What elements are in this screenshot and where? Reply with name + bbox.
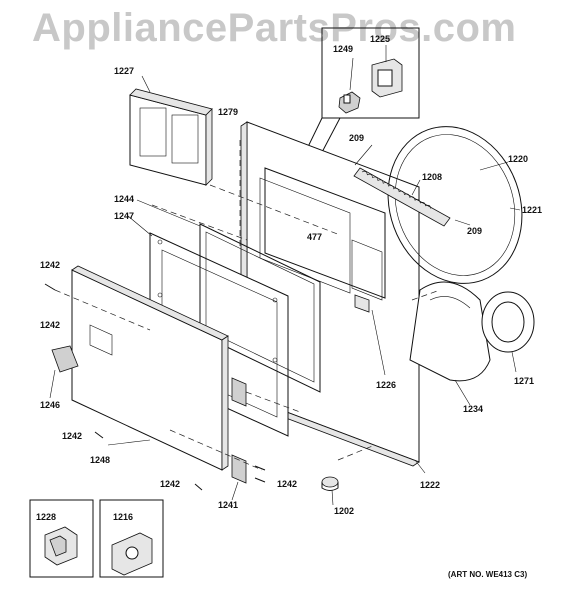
callout-1225: 1225 [370, 34, 391, 44]
callout-1222: 1222 [420, 480, 441, 490]
part-1226-bracket [351, 239, 386, 376]
callout-1242-b: 1242 [40, 320, 61, 330]
callout-1220: 1220 [508, 154, 529, 164]
part-1241-hinge [231, 377, 247, 501]
part-1234-duct [409, 281, 491, 406]
callout-1202: 1202 [334, 506, 355, 516]
callout-1241: 1241 [218, 500, 239, 510]
part-1244-door-gasket [136, 199, 321, 393]
part-1227-lint-filter [129, 75, 213, 186]
part-1220-drum-ring [387, 126, 523, 284]
callout-1228: 1228 [36, 512, 57, 522]
callout-1248: 1248 [90, 455, 111, 465]
part-1271-seal [481, 291, 535, 373]
watermark-logo: AppliancePartsPros.com [32, 6, 517, 50]
callout-1208: 1208 [422, 172, 443, 182]
callout-1279: 1279 [218, 107, 239, 117]
callout-1246: 1246 [40, 400, 61, 410]
callout-1244: 1244 [114, 194, 135, 204]
callout-1234: 1234 [463, 404, 484, 414]
callout-1242-c: 1242 [62, 431, 83, 441]
callout-1221: 1221 [522, 205, 543, 215]
callout-1242-d: 1242 [160, 479, 181, 489]
callout-1247: 1247 [114, 211, 135, 221]
part-1248-door [71, 265, 229, 471]
part-1246-latch [49, 345, 79, 399]
inset-box-1228 [29, 499, 94, 578]
part-1202-foot [321, 476, 339, 506]
callout-1271: 1271 [514, 376, 535, 386]
dashed-assembly-lines [54, 140, 441, 471]
part-1208-heater-element [353, 144, 471, 227]
callout-1242-e: 1242 [277, 479, 298, 489]
callout-209-top: 209 [349, 133, 365, 143]
callout-1216: 1216 [113, 512, 134, 522]
inset-box-1216 [99, 499, 164, 578]
callout-1242-a: 1242 [40, 260, 61, 270]
screws-1242 [44, 283, 266, 491]
callout-477: 477 [307, 232, 323, 242]
callout-1227: 1227 [114, 66, 135, 76]
art-number: (ART NO. WE413 C3) [448, 570, 528, 579]
callout-1249: 1249 [333, 44, 354, 54]
callout-209-right: 209 [467, 226, 483, 236]
callout-1226: 1226 [376, 380, 397, 390]
